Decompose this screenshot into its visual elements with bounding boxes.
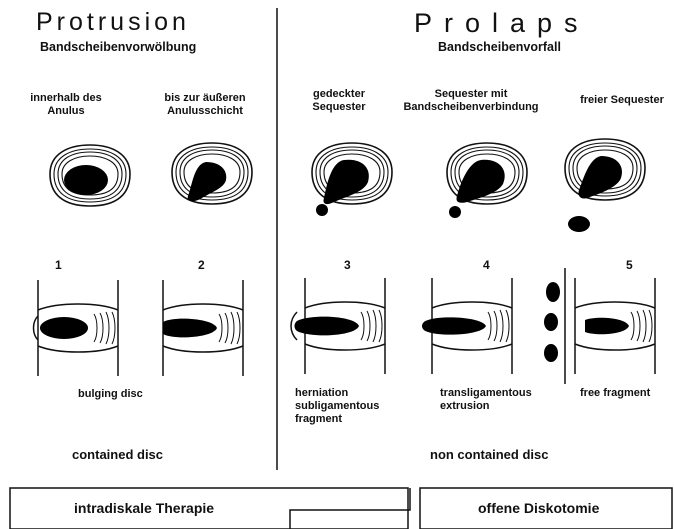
number-2: 2 — [198, 258, 205, 272]
disc-sagittal-3 — [291, 278, 385, 374]
group-non-contained-disc: non contained disc — [430, 447, 548, 462]
group-contained-disc: contained disc — [72, 447, 163, 462]
therapy-open-discotomy: offene Diskotomie — [478, 500, 599, 516]
label-within-anulus: innerhalb des Anulus — [14, 92, 118, 118]
caption-transligamentous: transligamentous extrusion — [440, 387, 532, 413]
number-1: 1 — [55, 258, 62, 272]
disc-axial-3 — [312, 143, 392, 216]
disc-axial-4 — [447, 143, 527, 218]
label-covered-sequester: gedeckter Sequester — [302, 88, 376, 114]
caption-herniation: herniation subligamentous fragment — [295, 387, 379, 426]
prolaps-subtitle: Bandscheibenvorfall — [438, 40, 561, 54]
therapy-intradiscal: intradiskale Therapie — [74, 500, 214, 516]
disc-sagittal-5 — [544, 268, 655, 384]
label-free-sequester: freier Sequester — [574, 94, 670, 107]
caption-free-fragment: free fragment — [580, 387, 650, 400]
prolaps-title: Prolaps — [414, 8, 590, 39]
disc-sagittal-1 — [34, 280, 119, 376]
caption-bulging-disc: bulging disc — [78, 388, 143, 401]
number-5: 5 — [626, 258, 633, 272]
disc-sagittal-4 — [422, 278, 512, 374]
disc-axial-2 — [172, 143, 252, 204]
disc-sagittal-2 — [163, 280, 243, 376]
number-4: 4 — [483, 258, 490, 272]
label-sequester-with-connection: Sequester mit Bandscheibenverbindung — [396, 88, 546, 114]
number-3: 3 — [344, 258, 351, 272]
therapy-box-connector — [290, 488, 410, 529]
disc-axial-5 — [565, 139, 645, 232]
disc-axial-1 — [50, 145, 130, 206]
protrusion-title: Protrusion — [36, 8, 190, 37]
label-outer-anulus: bis zur äußeren Anulusschicht — [150, 92, 260, 118]
protrusion-subtitle: Bandscheibenvorwölbung — [40, 40, 196, 54]
